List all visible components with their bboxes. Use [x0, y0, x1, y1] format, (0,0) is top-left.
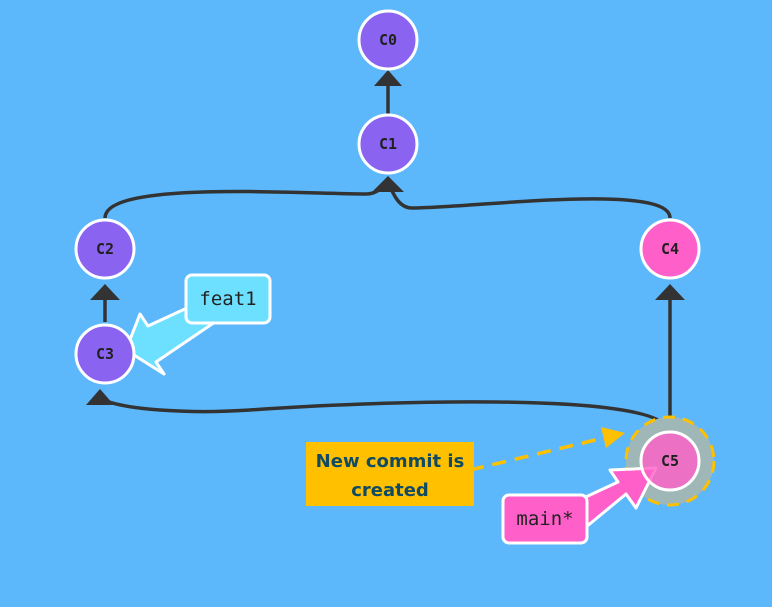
branch-name-main: main*: [516, 508, 573, 530]
commit-label-c2: C2: [96, 240, 114, 258]
callout-pointer: [469, 427, 625, 472]
branch-label-main[interactable]: main*: [501, 493, 589, 545]
branch-name-feat1: feat1: [199, 288, 256, 310]
arrowhead-c4: [655, 284, 685, 300]
new-commit-callout: New commit is created: [306, 442, 474, 506]
commit-label-c0: C0: [379, 31, 397, 49]
commit-node-c1[interactable]: C1: [357, 113, 419, 175]
callout-line-1: New commit is: [316, 451, 465, 472]
commit-label-c3: C3: [96, 345, 114, 363]
arrowhead-c3: [86, 389, 114, 405]
edge-c2-c1: [103, 179, 390, 219]
commit-label-c5: C5: [661, 452, 679, 470]
arrowhead-c0: [374, 70, 402, 86]
edge-c4-c1: [386, 179, 672, 219]
edge-c5-c3: [99, 396, 670, 431]
branch-label-feat1[interactable]: feat1: [184, 273, 272, 325]
commit-node-c5[interactable]: C5: [639, 430, 701, 492]
edge-arrowheads: [86, 70, 685, 405]
commit-node-c2[interactable]: C2: [74, 218, 136, 280]
callout-box: [306, 442, 474, 506]
commit-node-c3[interactable]: C3: [74, 323, 136, 385]
callout-line-2: created: [351, 480, 429, 501]
arrowhead-c2: [90, 284, 120, 300]
arrowhead-c1: [372, 176, 404, 192]
commit-label-c4: C4: [661, 240, 679, 258]
commit-node-c4[interactable]: C4: [639, 218, 701, 280]
commit-node-c0[interactable]: C0: [357, 9, 419, 71]
commit-label-c1: C1: [379, 135, 397, 153]
